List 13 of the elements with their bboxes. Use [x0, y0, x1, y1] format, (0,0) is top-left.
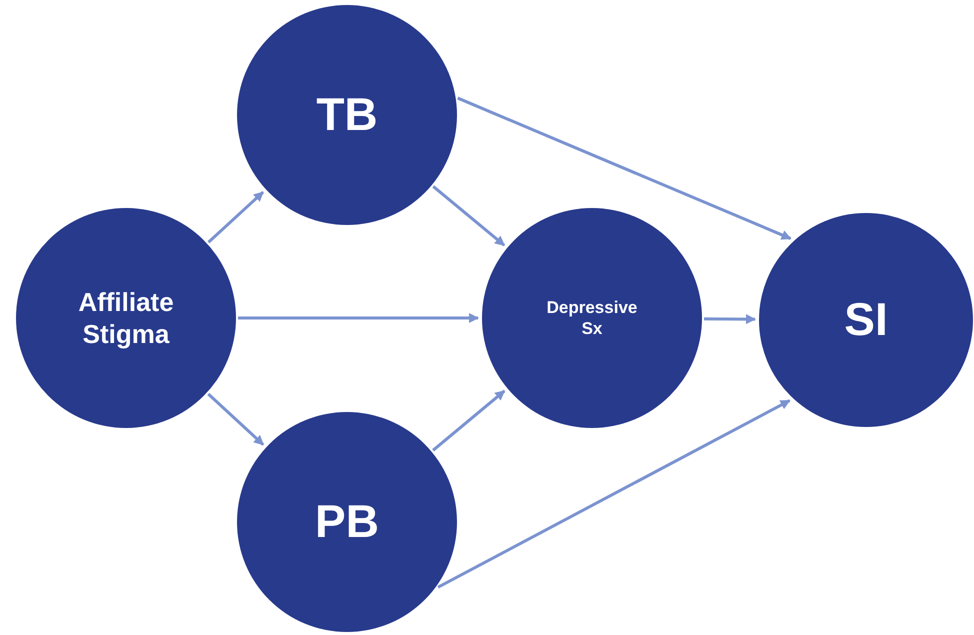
arrow — [238, 313, 479, 323]
node-label: PB — [315, 494, 379, 550]
arrow — [432, 185, 506, 246]
arrow — [437, 399, 790, 589]
node-label: Depressive Sx — [546, 296, 638, 340]
arrow — [207, 392, 264, 446]
arrow — [207, 191, 264, 244]
node-label: TB — [316, 87, 378, 142]
arrow — [704, 314, 756, 324]
arrow — [457, 96, 792, 240]
node-label: SI — [844, 292, 888, 348]
node-label: Affiliate Stigma — [77, 286, 175, 350]
arrow — [432, 390, 506, 452]
